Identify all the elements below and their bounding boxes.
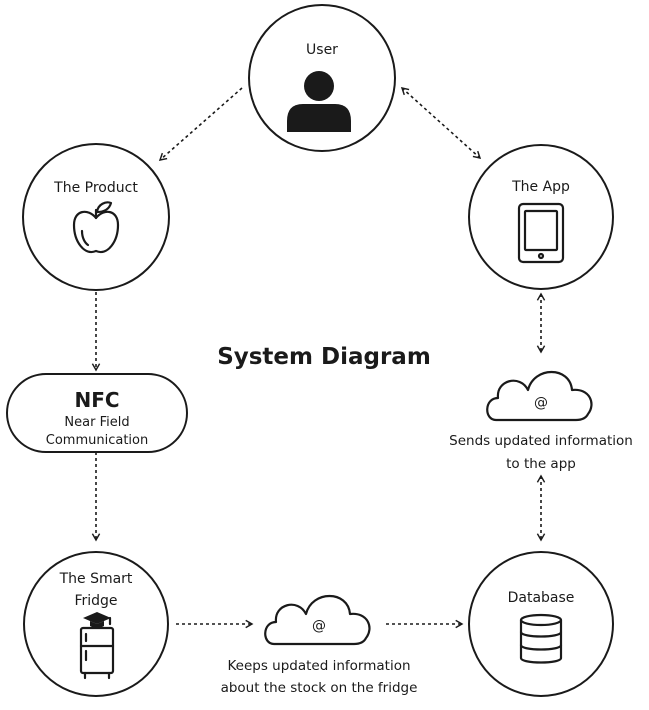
cloud-bottom-line2: about the stock on the fridge <box>221 680 418 696</box>
product-label: The Product <box>53 180 138 196</box>
database-label: Database <box>508 590 575 606</box>
apple-icon <box>72 201 120 254</box>
cloud-right: @ Sends updated information to the app <box>449 370 633 472</box>
arrow-user-to-product <box>158 87 243 161</box>
fridge-line2: Fridge <box>74 593 117 609</box>
cloud-bottom-line1: Keeps updated information <box>227 658 410 674</box>
cloud-bottom-symbol: @ <box>312 618 326 634</box>
nfc-line1: Near Field <box>64 415 129 430</box>
cloud-icon <box>264 594 371 646</box>
connectors <box>91 87 546 629</box>
cloud-right-line2: to the app <box>506 456 576 472</box>
user-icon <box>287 71 351 132</box>
node-database: Database <box>468 551 614 697</box>
database-icon <box>519 613 563 664</box>
nfc-label: NFC <box>74 388 119 412</box>
cloud-bottom: @ Keeps updated information about the st… <box>221 594 418 696</box>
arrow-user-app <box>400 87 482 159</box>
cloud-icon <box>486 370 593 422</box>
cloud-right-line1: Sends updated information <box>449 433 633 449</box>
node-fridge: The Smart Fridge <box>23 551 169 697</box>
node-nfc: NFC Near Field Communication <box>6 373 188 453</box>
user-label: User <box>306 42 338 58</box>
tablet-icon <box>517 202 565 264</box>
fridge-line1: The Smart <box>59 571 133 587</box>
node-user: User <box>248 4 396 152</box>
cloud-right-symbol: @ <box>534 395 548 411</box>
node-app: The App <box>468 144 614 290</box>
nfc-line2: Communication <box>46 433 148 448</box>
app-label: The App <box>511 179 570 195</box>
fridge-icon <box>79 612 115 680</box>
diagram-title: System Diagram <box>217 344 431 370</box>
node-product: The Product <box>22 143 170 291</box>
